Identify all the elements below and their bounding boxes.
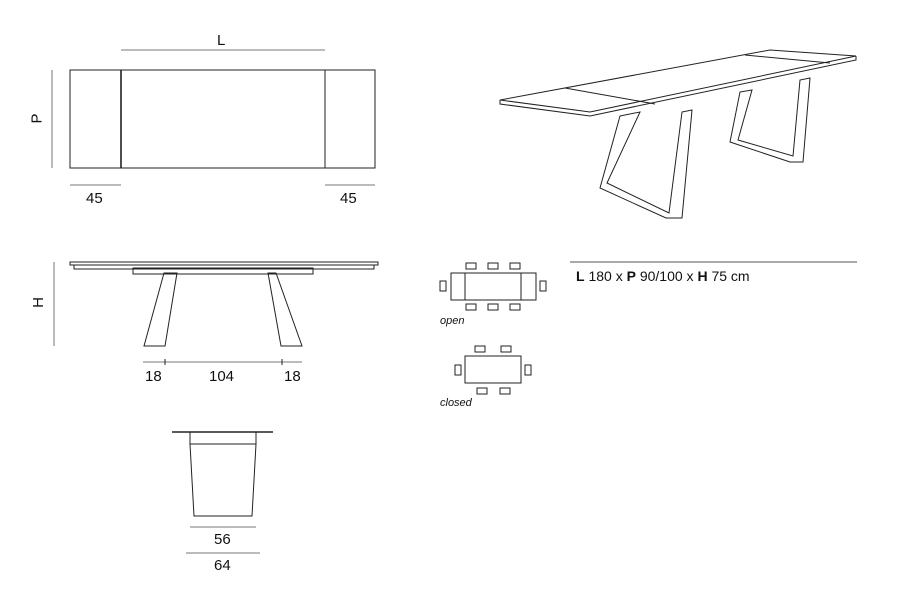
open-label: open	[440, 315, 465, 327]
right-extension-dim: 45	[340, 190, 357, 207]
spec-l-key: L	[576, 268, 585, 284]
side-view	[53, 261, 379, 365]
perspective-view	[499, 49, 857, 219]
right-leg-dim: 18	[284, 368, 301, 385]
closed-label: closed	[440, 397, 472, 409]
end-view	[172, 431, 273, 554]
length-label: L	[217, 32, 226, 49]
spec-p-key: P	[626, 268, 636, 284]
left-extension-dim: 45	[86, 190, 103, 207]
spec-p-value: 90/100 x	[639, 268, 694, 284]
base-width-dim: 56	[214, 531, 231, 548]
seating-closed	[454, 345, 532, 395]
height-label: H	[29, 297, 47, 308]
spec-l-value: 180 x	[588, 268, 623, 284]
top-width-dim: 64	[214, 557, 231, 574]
dimensions-spec: L 180 x P 90/100 x H 75 cm	[576, 268, 750, 284]
depth-label: P	[28, 113, 46, 124]
seating-open	[439, 262, 547, 311]
left-leg-dim: 18	[145, 368, 162, 385]
spec-h-key: H	[697, 268, 708, 284]
top-view	[51, 49, 376, 186]
spec-h-value: 75 cm	[711, 268, 750, 284]
leg-span-dim: 104	[209, 368, 235, 385]
